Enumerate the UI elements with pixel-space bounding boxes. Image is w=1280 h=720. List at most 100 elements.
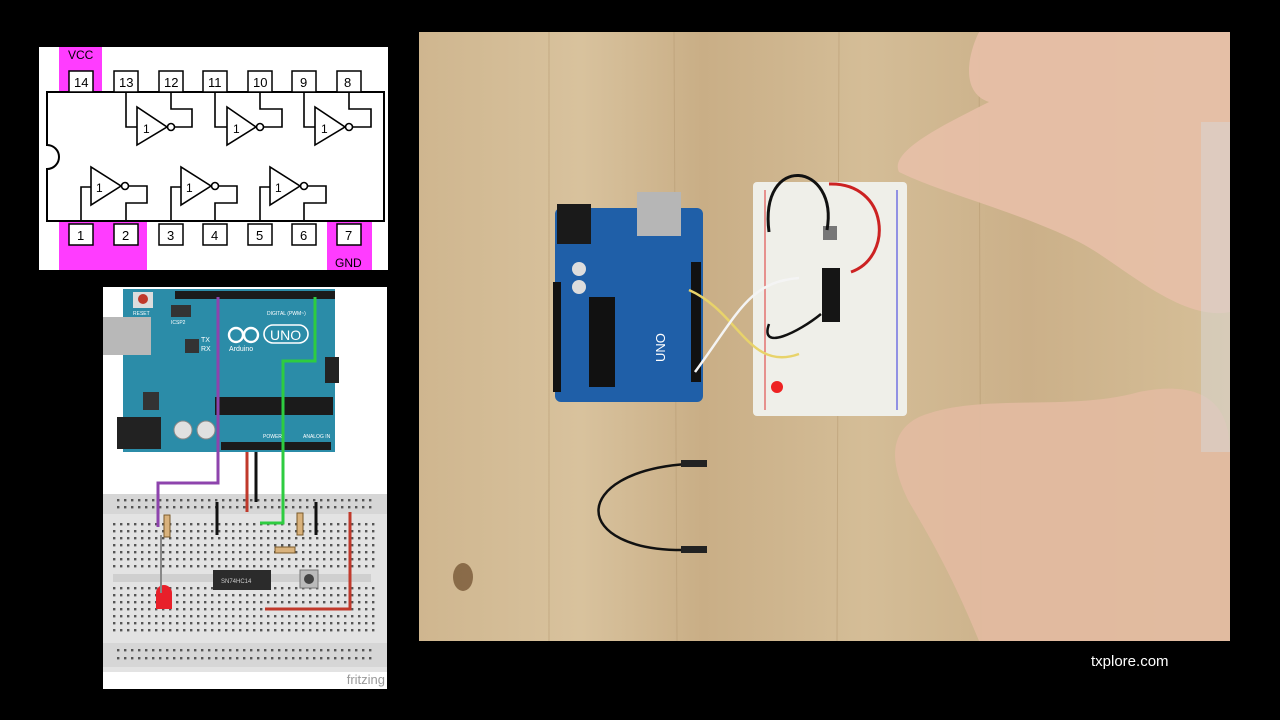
- breadboard-hole: [295, 544, 298, 547]
- breadboard-hole: [190, 523, 193, 526]
- breadboard-hole: [281, 615, 284, 618]
- breadboard-hole: [218, 565, 221, 568]
- breadboard-hole: [246, 608, 249, 611]
- breadboard-hole: [330, 551, 333, 554]
- breadboard-hole: [253, 629, 256, 632]
- breadboard-hole: [316, 615, 319, 618]
- breadboard-hole: [208, 506, 211, 509]
- breadboard-hole: [344, 622, 347, 625]
- breadboard-hole: [162, 551, 165, 554]
- red-wire-vcc: [265, 512, 352, 611]
- breadboard-hole: [316, 594, 319, 597]
- gate-symbol: 1: [275, 181, 282, 195]
- breadboard-hole: [162, 544, 165, 547]
- breadboard-hole: [369, 657, 372, 660]
- fritzing-wiring-diagram: RESET ICSP2 DIGITAL (PWM~) TX RX UNO Ard…: [103, 287, 387, 689]
- breadboard-hole: [239, 601, 242, 604]
- breadboard-hole: [288, 565, 291, 568]
- breadboard-hole: [295, 523, 298, 526]
- breadboard-hole: [155, 537, 158, 540]
- breadboard-hole: [225, 615, 228, 618]
- breadboard-hole: [201, 649, 204, 652]
- breadboard-hole: [295, 530, 298, 533]
- breadboard-hole: [246, 594, 249, 597]
- breadboard-hole: [306, 657, 309, 660]
- breadboard-hole: [351, 565, 354, 568]
- breadboard-hole: [302, 565, 305, 568]
- breadboard-hole: [141, 622, 144, 625]
- breadboard-hole: [113, 629, 116, 632]
- breadboard-hole: [358, 601, 361, 604]
- breadboard-hole: [337, 587, 340, 590]
- breadboard-hole: [180, 649, 183, 652]
- breadboard-hole: [344, 523, 347, 526]
- breadboard-hole: [155, 544, 158, 547]
- breadboard-hole: [358, 622, 361, 625]
- breadboard-hole: [341, 506, 344, 509]
- breadboard-hole: [145, 499, 148, 502]
- breadboard-hole: [281, 530, 284, 533]
- breadboard-hole: [183, 629, 186, 632]
- breadboard-hole: [358, 551, 361, 554]
- breadboard-hole: [302, 601, 305, 604]
- breadboard-hole: [159, 657, 162, 660]
- breadboard-hole: [120, 622, 123, 625]
- breadboard-hole: [253, 622, 256, 625]
- breadboard-hole: [204, 565, 207, 568]
- breadboard-hole: [288, 558, 291, 561]
- breadboard-hole: [302, 544, 305, 547]
- breadboard-hole: [271, 649, 274, 652]
- breadboard-hole: [127, 537, 130, 540]
- breadboard-hole: [365, 608, 368, 611]
- breadboard-hole: [176, 615, 179, 618]
- breadboard-hole: [204, 558, 207, 561]
- breadboard-hole: [211, 544, 214, 547]
- breadboard-hole: [204, 587, 207, 590]
- breadboard-hole: [113, 587, 116, 590]
- breadboard-hole: [148, 622, 151, 625]
- breadboard-hole: [183, 558, 186, 561]
- breadboard-hole: [365, 537, 368, 540]
- breadboard-hole: [236, 506, 239, 509]
- breadboard-hole: [134, 558, 137, 561]
- loose-jumper-wire: [597, 462, 688, 552]
- breadboard-hole: [183, 601, 186, 604]
- breadboard-hole: [124, 506, 127, 509]
- breadboard-hole: [225, 544, 228, 547]
- breadboard-hole: [337, 601, 340, 604]
- breadboard-hole: [316, 601, 319, 604]
- breadboard-hole: [295, 558, 298, 561]
- fritzing-brand: fritzing: [346, 672, 385, 687]
- breadboard-hole: [225, 537, 228, 540]
- breadboard-hole: [176, 565, 179, 568]
- breadboard-hole: [309, 629, 312, 632]
- breadboard-hole: [120, 558, 123, 561]
- breadboard-hole: [250, 499, 253, 502]
- gate-symbol: 1: [321, 122, 328, 136]
- breadboard-hole: [190, 608, 193, 611]
- breadboard-hole: [372, 629, 375, 632]
- breadboard-hole: [236, 649, 239, 652]
- channel-watermark: txplore.com: [1091, 653, 1169, 670]
- breadboard-hole: [365, 523, 368, 526]
- breadboard-hole: [274, 622, 277, 625]
- breadboard-hole: [215, 499, 218, 502]
- breadboard-hole: [204, 629, 207, 632]
- breadboard-hole: [309, 601, 312, 604]
- breadboard-hole: [246, 601, 249, 604]
- breadboard-hole: [148, 537, 151, 540]
- breadboard-hole: [197, 558, 200, 561]
- breadboard-hole: [358, 608, 361, 611]
- breadboard-hole: [299, 649, 302, 652]
- breadboard-hole: [351, 622, 354, 625]
- breadboard-hole: [141, 544, 144, 547]
- video-frame: UNO: [419, 32, 1230, 641]
- breadboard-hole: [166, 506, 169, 509]
- breadboard-hole: [337, 523, 340, 526]
- breadboard-hole: [257, 649, 260, 652]
- breadboard-hole: [239, 537, 242, 540]
- breadboard-hole: [309, 551, 312, 554]
- breadboard-hole: [372, 615, 375, 618]
- breadboard-hole: [113, 537, 116, 540]
- breadboard-hole: [215, 657, 218, 660]
